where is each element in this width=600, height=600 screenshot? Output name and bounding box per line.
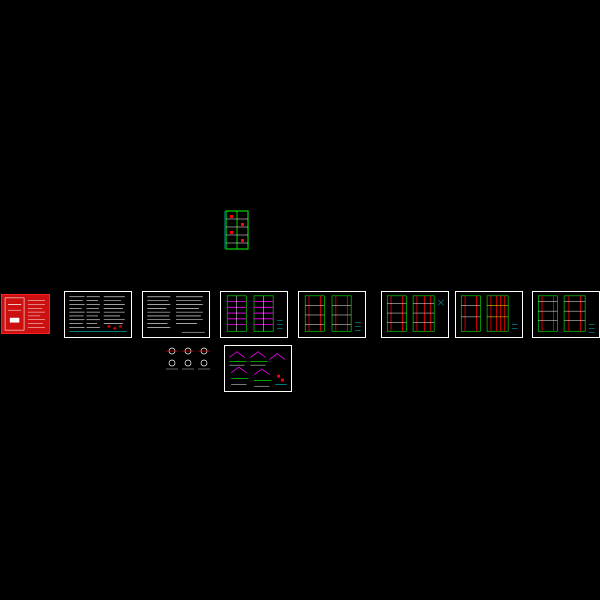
detail-symbols[interactable] xyxy=(164,345,212,371)
floor-plan-sheet-3[interactable] xyxy=(381,291,449,338)
notes-sheet-icon xyxy=(147,296,205,333)
notes-sheet[interactable] xyxy=(142,291,210,338)
cover-sheet[interactable] xyxy=(1,294,50,334)
floor-plan-sheet-1[interactable] xyxy=(220,291,288,338)
floor-plan-sheet-icon xyxy=(304,295,361,332)
floor-plan-sheet-icon xyxy=(226,295,283,332)
vertical-plan-drawing[interactable] xyxy=(223,209,250,251)
general-notes-sheet[interactable] xyxy=(64,291,132,338)
floor-plan-sheet-4[interactable] xyxy=(455,291,523,338)
general-notes-sheet-icon xyxy=(69,296,127,332)
details-sheet-icon xyxy=(229,351,287,387)
floor-plan-sheet-2[interactable] xyxy=(298,291,366,338)
floor-plan-sheet-5[interactable] xyxy=(532,291,600,338)
floor-plan-sheet-icon xyxy=(386,295,444,332)
floor-plan-sheet-icon xyxy=(537,295,595,333)
detail-symbols-icon xyxy=(166,347,210,370)
cover-sheet-icon xyxy=(2,295,49,333)
details-sheet[interactable] xyxy=(224,345,292,392)
vertical-plan-icon xyxy=(223,210,249,250)
floor-plan-sheet-icon xyxy=(460,295,518,332)
